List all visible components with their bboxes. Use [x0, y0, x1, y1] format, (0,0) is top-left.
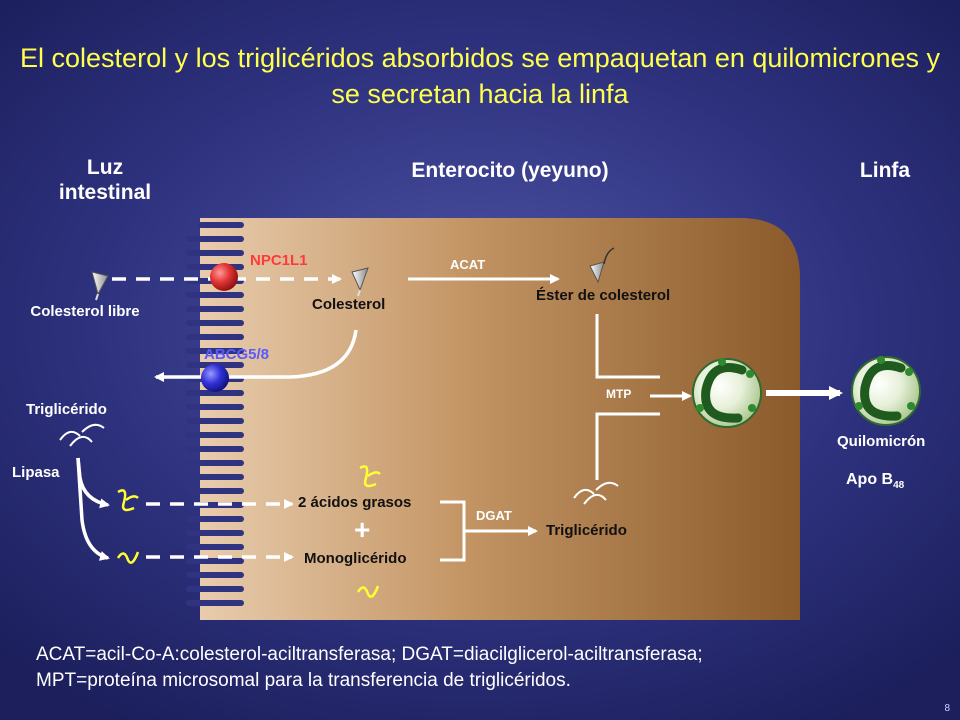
- plus-sign: +: [354, 514, 371, 545]
- lipase-arrow-fatty-acids: [76, 457, 110, 509]
- abcg58-transporter-icon: [201, 364, 229, 392]
- region-enterocyte: Enterocito (yeyuno): [411, 159, 609, 182]
- region-lumen: Luz intestinal: [58, 156, 152, 204]
- enterocyte-cell: [200, 218, 800, 620]
- free-cholesterol-label: Colesterol libre: [30, 303, 140, 320]
- triglyceride-cell-icon: [573, 481, 619, 505]
- chylomicron-label: Quilomicrón: [837, 433, 926, 450]
- cholesterol-label: Colesterol: [312, 296, 386, 313]
- triglyceride-cell-label: Triglicérido: [546, 522, 627, 539]
- mtp-line-bottom: [595, 412, 660, 480]
- apo-b-subscript: 48: [893, 480, 905, 492]
- fatty-acids-label: 2 ácidos grasos: [298, 494, 412, 511]
- free-cholesterol-icon: [91, 271, 109, 301]
- monoglyceride-lumen-icon: [116, 551, 140, 564]
- mtp-line-top: [595, 314, 660, 379]
- slide-title: El colesterol y los triglicéridos absorb…: [20, 43, 940, 109]
- chylomicron-cell-icon: [692, 358, 762, 428]
- monoglyceride-cell-icon: [356, 585, 380, 598]
- fatty-acid-cell-icon: [359, 465, 381, 488]
- cholesterol-ester-icon: [589, 247, 615, 284]
- microvilli: [186, 222, 244, 606]
- lipase-label: Lipasa: [12, 464, 60, 481]
- footnote: ACAT=acil-Co-A:colesterol-aciltransferas…: [36, 642, 936, 694]
- acat-label: ACAT: [450, 257, 486, 272]
- mtp-label: MTP: [606, 387, 632, 401]
- triglyceride-lumen-icon: [59, 423, 105, 447]
- npc1l1-label: NPC1L1: [250, 252, 308, 269]
- monoglyceride-label: Monoglicérido: [304, 550, 407, 567]
- abcg58-label: ABCG5/8: [204, 346, 270, 363]
- page-number: 8: [944, 703, 950, 714]
- apo-b48-label: Apo B48: [846, 471, 904, 491]
- cholesterol-ester-label: Éster de colesterol: [536, 287, 671, 304]
- region-lymph: Linfa: [859, 159, 911, 182]
- fatty-acid-lumen-icon: [117, 489, 139, 512]
- apo-b-text: Apo B: [846, 471, 894, 488]
- dgat-label: DGAT: [476, 508, 512, 523]
- footnote-line-1: ACAT=acil-Co-A:colesterol-aciltransferas…: [36, 644, 703, 665]
- efflux-arrow: [154, 329, 358, 382]
- npc1l1-transporter-icon: [210, 263, 238, 291]
- cholesterol-icon: [351, 267, 369, 297]
- footnote-line-2: MPT=proteína microsomal para la transfer…: [36, 670, 571, 691]
- lipase-arrow-monoglyceride: [76, 457, 110, 561]
- triglyceride-lumen-label: Triglicérido: [26, 401, 107, 418]
- chylomicron-lymph-icon: [851, 356, 921, 426]
